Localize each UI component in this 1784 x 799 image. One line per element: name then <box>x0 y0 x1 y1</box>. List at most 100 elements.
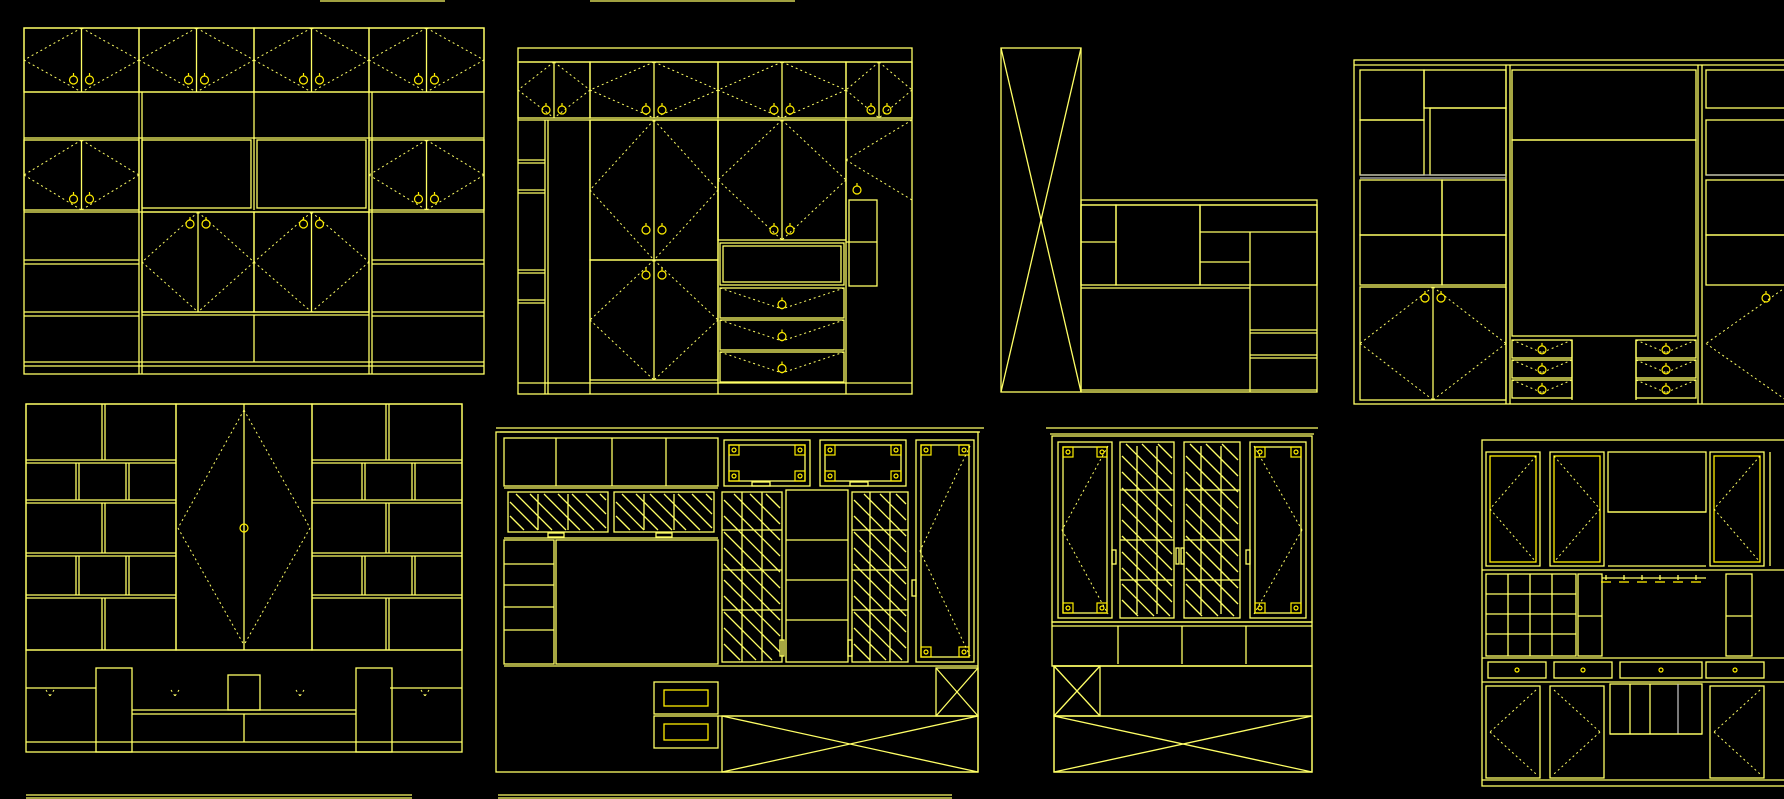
base-cross-panel <box>1053 715 1313 773</box>
glass-hatch-line <box>649 493 687 531</box>
oven-panel <box>653 681 719 715</box>
corner-ornament-icon <box>1290 446 1302 458</box>
door-swing-line <box>1635 339 1667 354</box>
door-swing-line <box>311 59 370 93</box>
open-niche <box>1511 69 1697 141</box>
glass-hatch-line <box>691 493 713 515</box>
corner-ornament-icon <box>728 444 740 456</box>
door-swing-line <box>653 89 719 119</box>
inner <box>1553 455 1601 563</box>
ring-handle-icon <box>777 363 787 374</box>
glass-hatch-line <box>1221 443 1239 461</box>
right-grid <box>311 403 463 651</box>
glass-hatch-line <box>677 493 713 529</box>
glass-hatch-line <box>1185 583 1219 617</box>
door-swing-line <box>719 287 783 310</box>
door-swing-line <box>1061 529 1109 615</box>
door-swing-line <box>196 59 255 93</box>
corner-ornament-icon <box>794 444 806 456</box>
ring-handle-icon <box>769 105 779 115</box>
glass-hatch-line <box>1185 535 1239 589</box>
door-swing-line <box>177 409 245 529</box>
door-swing-line <box>81 174 140 211</box>
door-swing-line <box>781 89 847 119</box>
glass-hatch-line <box>895 493 907 505</box>
corner-ornament-icon <box>923 447 929 453</box>
door-swing-line <box>1635 359 1667 374</box>
ring-handle-icon <box>183 75 194 85</box>
open-shelf <box>1705 179 1784 236</box>
ring-handle-icon <box>314 219 325 229</box>
glass-hatch-line <box>1185 599 1203 617</box>
drawer-outline <box>719 351 845 383</box>
glass-hatch-line <box>723 531 781 589</box>
open-shelf <box>1429 107 1507 176</box>
glass-hatch-line <box>853 531 907 585</box>
glass-hatch-line <box>1121 503 1173 555</box>
ring-handle-icon <box>1661 345 1671 355</box>
ring-handle-icon <box>1537 345 1547 355</box>
door-swing-line <box>1061 445 1109 531</box>
glass-hatch-line <box>1185 551 1239 605</box>
glass-hatch-line <box>1157 443 1173 459</box>
knob-icon <box>1580 667 1586 673</box>
open-niche <box>256 139 367 209</box>
door-swing-line <box>589 61 655 91</box>
door-swing-line <box>1511 339 1543 354</box>
glass-door <box>721 491 783 663</box>
open-shelf <box>1359 179 1443 236</box>
ring-handle-icon <box>298 219 309 229</box>
door-swing-line <box>1705 287 1784 344</box>
open-shelf <box>1441 179 1507 236</box>
ring-handle-icon <box>185 219 195 229</box>
ornate-door-frame <box>1057 441 1113 619</box>
glass-hatch-line <box>1121 567 1171 617</box>
drawer-front <box>1619 661 1703 679</box>
door-swing-line <box>653 119 719 191</box>
door-swing-line <box>719 351 783 374</box>
door-swing-line <box>299 689 305 697</box>
corner-ornament-icon <box>958 646 970 658</box>
ring-handle-icon <box>199 75 210 85</box>
open-shelf <box>1423 69 1507 109</box>
ornate-door-frame <box>723 439 811 487</box>
left-grid <box>25 403 177 651</box>
glass-hatch-line <box>1189 443 1239 493</box>
ring-handle-icon <box>785 105 795 115</box>
ring-handle-icon <box>641 105 651 115</box>
ring-handle-icon <box>882 105 892 115</box>
door-swing-line <box>589 319 655 381</box>
oven-panel <box>653 715 719 749</box>
door-swing-line <box>553 89 591 119</box>
corner-ornament-icon <box>920 444 932 456</box>
door-swing-line <box>589 89 655 119</box>
corner-ornament-icon <box>920 646 932 658</box>
ring-handle-icon <box>657 270 667 280</box>
shelving-wall-outline <box>1353 59 1784 405</box>
glass-hatch-line <box>585 493 607 515</box>
door-swing-line <box>1432 343 1507 401</box>
door-swing-line <box>426 59 485 93</box>
door-swing-line <box>589 189 655 261</box>
corner-ornament-icon <box>893 473 899 479</box>
door-swing-line <box>781 61 847 91</box>
drawer-outline <box>1511 339 1573 359</box>
glass-door <box>1183 441 1241 619</box>
door-swing-line <box>81 59 140 93</box>
door-swing-line <box>23 27 82 61</box>
door-swing-line <box>23 139 82 176</box>
ring-handle-icon <box>1661 365 1671 375</box>
glass-hatch-line <box>853 499 907 553</box>
door-swing-line <box>253 27 312 61</box>
door-swing-line <box>138 27 197 61</box>
door-swing-line <box>1665 339 1697 354</box>
handle-icon <box>547 532 565 538</box>
ring-handle-icon <box>641 225 651 235</box>
glass-hatch-line <box>853 579 907 633</box>
door-swing-line <box>1553 508 1601 563</box>
glass-hatch-line <box>723 563 781 621</box>
door-swing-line <box>653 61 719 91</box>
drawer-front-inner <box>722 245 842 283</box>
ornate-door-inner <box>1254 446 1302 614</box>
glass-hatch-line <box>723 595 781 653</box>
